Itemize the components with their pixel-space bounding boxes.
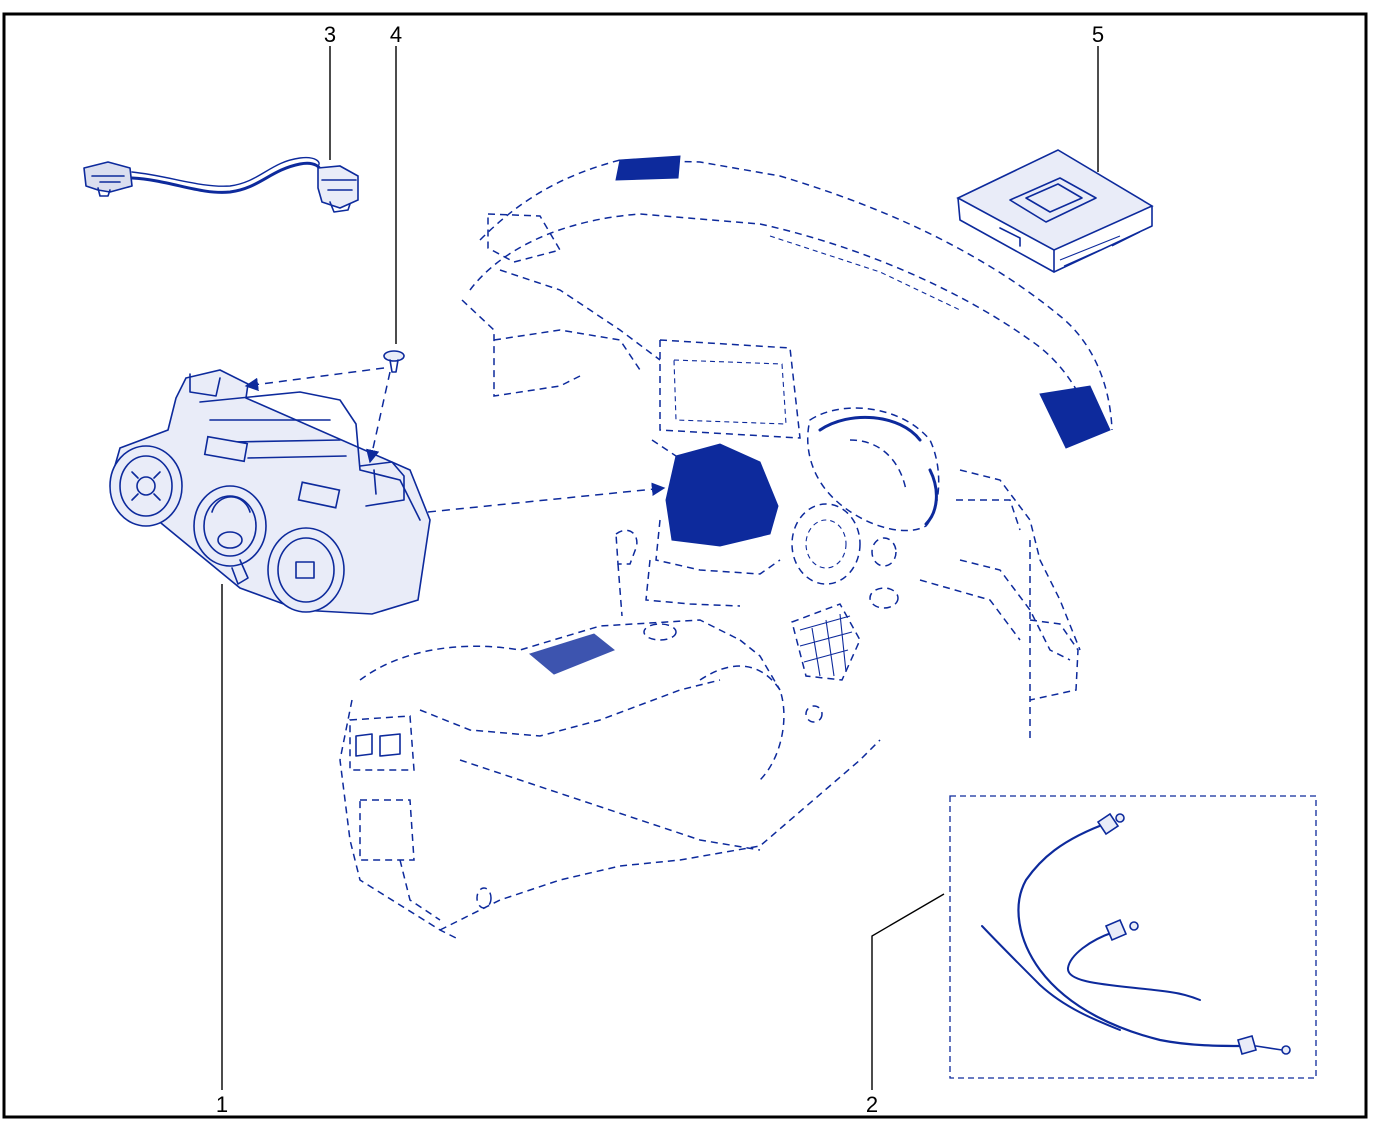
part-4-screw — [383, 350, 405, 373]
part-2-cable-kit — [949, 795, 1317, 1079]
part-1-climate-control-panel — [109, 369, 431, 615]
dashboard-assembly — [339, 155, 1113, 941]
callout-2: 2 — [866, 1092, 878, 1117]
callout-5: 5 — [1092, 22, 1104, 47]
part-3-wiring-harness — [83, 156, 359, 213]
part-5-control-module — [956, 149, 1154, 273]
callout-3: 3 — [324, 22, 336, 47]
callout-leaders — [221, 46, 1099, 1090]
callout-1: 1 — [216, 1092, 228, 1117]
installation-arrows — [244, 367, 666, 513]
diagram-frame — [2, 12, 1368, 1119]
callout-4: 4 — [390, 22, 402, 47]
